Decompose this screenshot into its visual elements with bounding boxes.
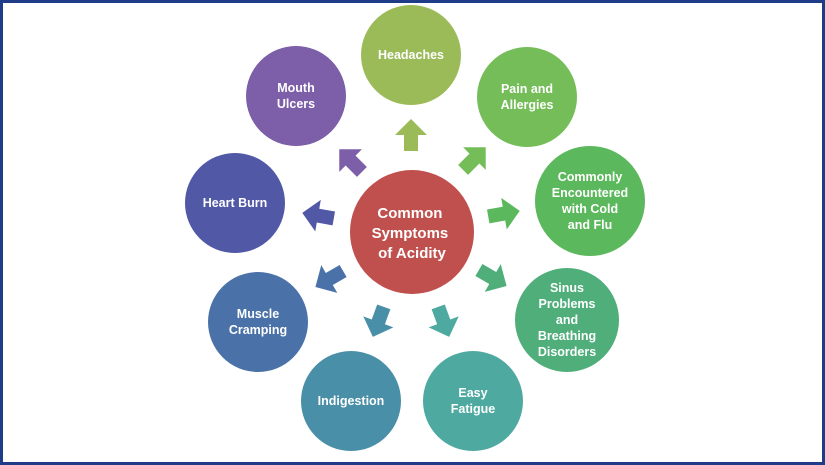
node-circle [246,46,346,146]
node-label-line: and [556,313,578,327]
center-label-line: Common [377,205,442,222]
node-label-line: Breathing [538,329,596,343]
arrow-layer [302,119,520,337]
node-circle [515,268,619,372]
node-label-line: Muscle [237,307,279,321]
node-label-line: Heart Burn [203,196,268,210]
node-circle [185,153,285,253]
arrow-to-muscle-cramping [315,264,347,293]
arrow-to-indigestion [363,304,394,337]
node-label-line: Fatigue [451,402,495,416]
node-label: Heart Burn [203,196,268,210]
center-label-line: of Acidity [378,245,446,262]
node-label-line: and Flu [568,218,612,232]
node-circle [477,47,577,147]
arrow-to-mouth-ulcers [339,149,367,177]
node-label: Headaches [378,48,444,62]
node-label-line: Cramping [229,323,287,337]
center-node: Common Symptoms of Acidity [350,170,474,294]
node-label-line: Easy [458,386,487,400]
arrow-to-sinus-problems [475,263,507,292]
arrow-to-pain-and-allergies [458,147,486,175]
node-circle [361,5,461,105]
arrow-to-heart-burn [302,199,336,232]
node-label: Indigestion [318,394,385,408]
node-label-line: Problems [539,297,596,311]
arrow-to-commonly-encountered [486,197,520,230]
center-label-line: Symptoms [372,225,449,242]
center-label: Common Symptoms of Acidity [372,205,453,262]
arrow-to-easy-fatigue [428,304,459,337]
node-label-line: Pain and [501,82,553,96]
node-label-line: Sinus [550,281,584,295]
node-circle [423,351,523,451]
node-label-line: Headaches [378,48,444,62]
node-headaches: Headaches [361,5,461,105]
node-circle [301,351,401,451]
node-label-line: Commonly [558,170,623,184]
node-label-line: Mouth [277,81,314,95]
node-label-line: with Cold [561,202,618,216]
node-label-line: Ulcers [277,97,315,111]
node-label-line: Disorders [538,345,596,359]
node-indigestion: Indigestion [301,351,401,451]
node-label-line: Allergies [501,98,554,112]
node-circle [208,272,308,372]
node-heart-burn: Heart Burn [185,153,285,253]
node-circle [535,146,645,256]
arrow-to-headaches [395,119,427,151]
node-label-line: Encountered [552,186,628,200]
node-label-line: Indigestion [318,394,385,408]
center-circle [350,170,474,294]
